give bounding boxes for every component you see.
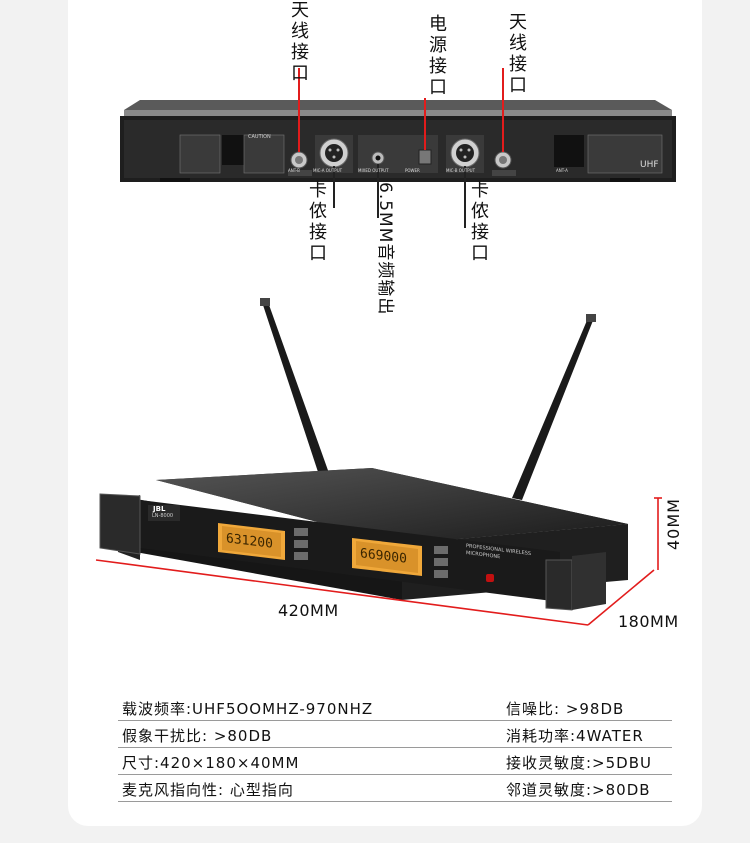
dimension-height: 40MM xyxy=(664,498,683,550)
label-xlr-right: 卡侬接口 xyxy=(471,180,489,264)
front-model-label: LN-8000 xyxy=(152,513,174,519)
rear-ant-b-label: ANT-B xyxy=(288,168,300,173)
spec-left: 假象干扰比: >80DB xyxy=(122,727,273,745)
spec-row: 载波频率:UHF5OOMHZ-970NHZ 信噪比: >98DB xyxy=(118,694,672,721)
spec-row: 假象干扰比: >80DB 消耗功率:4WATER xyxy=(118,721,672,748)
front-brand-logo: JBL xyxy=(153,505,166,513)
spec-left: 尺寸:420×180×40MM xyxy=(122,754,300,772)
rear-panel xyxy=(120,100,676,182)
rear-ant-a-label: ANT-A xyxy=(556,168,568,173)
annotation-lines xyxy=(298,68,504,152)
spec-right: 邻道灵敏度:>80DB xyxy=(506,781,651,799)
spec-left: 载波频率:UHF5OOMHZ-970NHZ xyxy=(122,700,374,718)
label-xlr-left: 卡侬接口 xyxy=(309,180,327,264)
spec-right: 信噪比: >98DB xyxy=(506,700,625,718)
spec-row: 尺寸:420×180×40MM 接收灵敏度:>5DBU xyxy=(118,748,672,775)
label-antenna-left: 天线接口 xyxy=(291,0,309,84)
rear-mic-b-label: MIC-B OUTPUT xyxy=(446,168,476,173)
spec-row: 麦克风指向性: 心型指向 邻道灵敏度:>80DB xyxy=(118,775,672,802)
label-audio-out: 6.5MM音频输出 xyxy=(375,182,395,316)
label-antenna-right: 天线接口 xyxy=(509,12,527,96)
rear-uhf-label: UHF xyxy=(640,160,659,170)
front-device xyxy=(99,298,628,611)
spec-left: 麦克风指向性: 心型指向 xyxy=(122,781,294,799)
dimension-width: 420MM xyxy=(278,601,339,620)
rear-caution-label: CAUTION xyxy=(248,134,271,140)
dimension-lines xyxy=(95,497,662,626)
spec-right: 消耗功率:4WATER xyxy=(506,727,644,745)
label-power: 电源接口 xyxy=(429,14,447,98)
annotation-lines-dark xyxy=(333,164,466,228)
dimension-depth: 180MM xyxy=(618,612,679,631)
spec-right: 接收灵敏度:>5DBU xyxy=(506,754,652,772)
rear-power-label: POWER xyxy=(405,168,420,173)
rear-mic-a-label: MIC-A OUTPUT xyxy=(313,168,343,173)
rear-mixed-label: MIXED OUTPUT xyxy=(358,168,389,173)
